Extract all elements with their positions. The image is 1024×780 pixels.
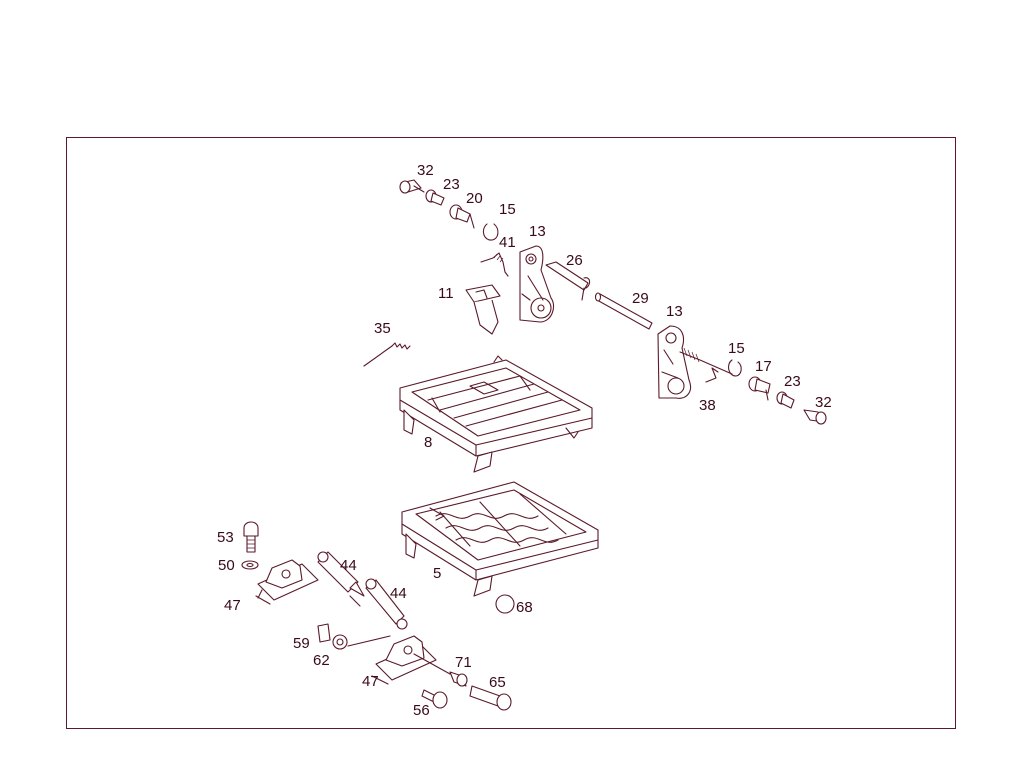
label-50: 50 (218, 557, 235, 574)
label-47-lower: 47 (362, 673, 379, 690)
label-38: 38 (699, 397, 716, 414)
seat-frame-8 (399, 355, 593, 473)
hinge-plate-13-right (657, 325, 692, 399)
label-26: 26 (566, 252, 583, 269)
label-44-upper: 44 (340, 557, 357, 574)
label-71: 71 (455, 654, 472, 671)
washer-62 (332, 634, 348, 650)
bracket-47-lower (347, 635, 437, 685)
label-23-right: 23 (784, 373, 801, 390)
spring-35 (363, 342, 411, 367)
label-53: 53 (217, 529, 234, 546)
gas-strut-44-upper (317, 551, 365, 597)
label-8: 8 (424, 434, 432, 451)
bolt-32-right (803, 409, 827, 425)
label-23-left: 23 (443, 176, 460, 193)
clip-59 (317, 623, 331, 643)
label-44-lower: 44 (390, 585, 407, 602)
label-32-right: 32 (815, 394, 832, 411)
pin-71 (413, 653, 468, 687)
washer-23-left (425, 189, 445, 206)
label-20: 20 (466, 190, 483, 207)
spring-41 (480, 252, 509, 277)
label-65: 65 (489, 674, 506, 691)
label-41: 41 (499, 234, 516, 251)
label-32-left: 32 (417, 162, 434, 179)
label-15-right: 15 (728, 340, 745, 357)
label-13-right: 13 (666, 303, 683, 320)
label-59: 59 (293, 635, 310, 652)
seat-frame-5 (401, 481, 599, 597)
diagram-frame (66, 137, 956, 729)
cap-68 (495, 594, 515, 614)
bolt-53 (243, 521, 259, 553)
label-68: 68 (516, 599, 533, 616)
bracket-11 (465, 284, 501, 335)
label-13-left: 13 (529, 223, 546, 240)
washer-23-right (776, 391, 795, 409)
bushing-17 (748, 376, 771, 401)
label-47-upper: 47 (224, 597, 241, 614)
washer-50 (241, 560, 259, 570)
label-5: 5 (433, 565, 441, 582)
pin-65 (469, 685, 512, 711)
label-35: 35 (374, 320, 391, 337)
bolt-32-left (399, 179, 425, 194)
gas-strut-44-lower (349, 578, 408, 630)
clip-15-left (482, 223, 499, 241)
lever-26 (545, 261, 591, 301)
label-56: 56 (413, 702, 430, 719)
spring-38 (679, 347, 733, 383)
bracket-47-upper (255, 559, 319, 605)
hinge-plate-13-left (519, 245, 555, 323)
bushing-20 (449, 204, 475, 229)
label-17: 17 (755, 358, 772, 375)
label-62: 62 (313, 652, 330, 669)
label-29: 29 (632, 290, 649, 307)
label-15-left: 15 (499, 201, 516, 218)
label-11: 11 (438, 285, 454, 302)
rod-29 (594, 292, 653, 330)
clip-15-right (727, 359, 742, 377)
screw-56 (421, 689, 448, 709)
